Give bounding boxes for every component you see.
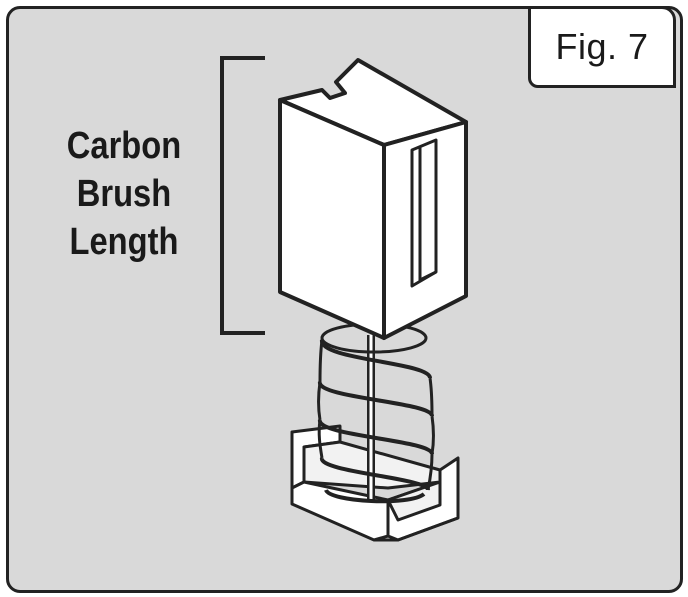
figure-number-label: Fig. 7 (528, 6, 676, 88)
carbon-brush-length-label: Carbon Brush Length (48, 122, 199, 266)
carbon-brush-block (278, 58, 468, 340)
callout-line-3: Length (69, 221, 179, 263)
length-bracket (220, 56, 265, 335)
compression-spring (317, 322, 435, 504)
callout-line-2: Brush (76, 173, 172, 215)
callout-line-1: Carbon (66, 125, 182, 167)
